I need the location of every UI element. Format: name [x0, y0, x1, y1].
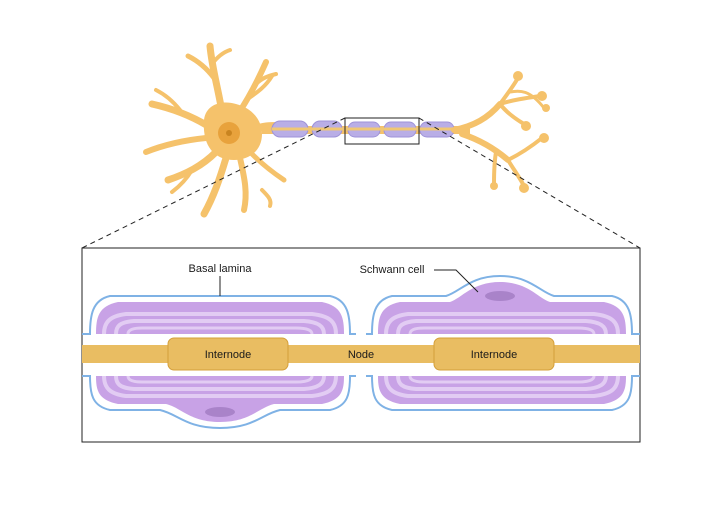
terminal-buttons	[490, 71, 550, 193]
schwann-cell-upper-right	[366, 274, 640, 335]
zoom-lines	[81, 117, 641, 249]
dendrites	[143, 42, 287, 218]
node-label: Node	[348, 349, 374, 361]
detail-panel: Basal lamina Schwann cell Internode Node…	[81, 247, 641, 443]
axon-band	[82, 337, 640, 371]
internode-left-label: Internode	[205, 349, 251, 361]
zoom-selection-box	[344, 117, 420, 145]
nucleolus	[226, 130, 232, 136]
neuron	[143, 42, 550, 218]
internode-right-label: Internode	[471, 349, 517, 361]
schwann-cell-lower-right	[366, 375, 640, 411]
schwann-cell-lower-left	[82, 375, 356, 430]
schwann-cell-label: Schwann cell	[360, 264, 425, 276]
basal-lamina-label: Basal lamina	[189, 263, 253, 275]
leader-lines	[219, 269, 479, 296]
